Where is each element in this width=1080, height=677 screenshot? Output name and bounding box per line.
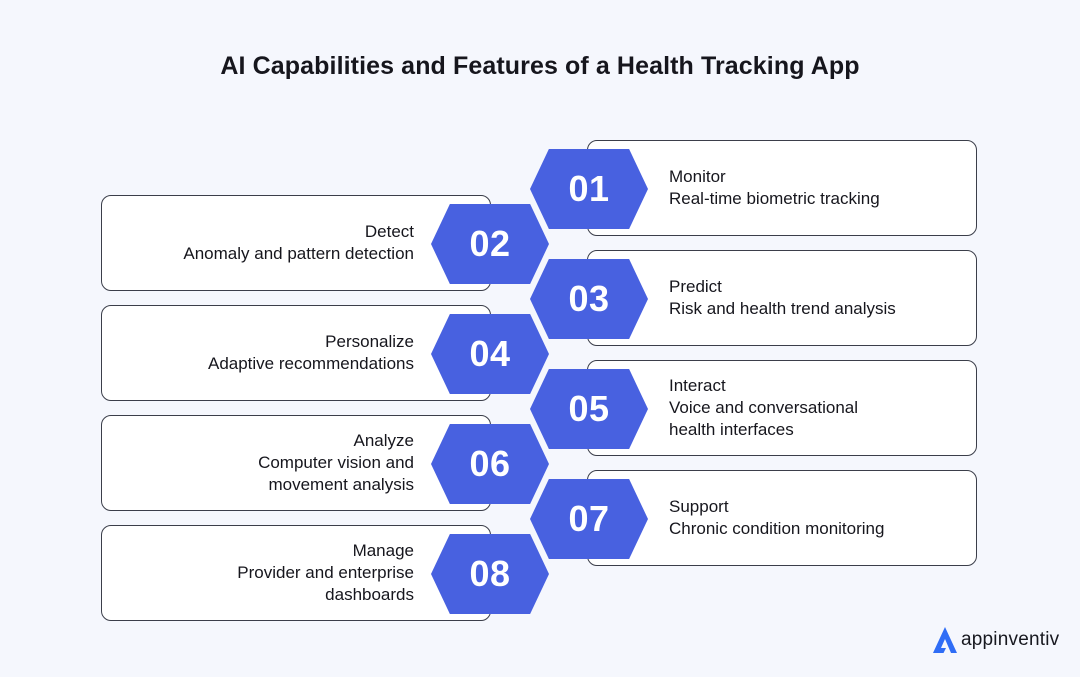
feature-heading: Analyze	[353, 431, 414, 450]
number-badge-02: 02	[431, 204, 549, 284]
number-label: 06	[469, 443, 511, 484]
feature-description: Adaptive recommendations	[207, 354, 414, 373]
diagram-title: AI Capabilities and Features of a Health…	[220, 52, 860, 80]
brand-logo: appinventiv	[932, 626, 1059, 654]
feature-description: Provider and enterprise	[237, 563, 414, 582]
number-label: 08	[469, 553, 511, 594]
feature-heading: Support	[669, 497, 729, 516]
number-badge-04: 04	[431, 314, 549, 394]
number-badge-05: 05	[530, 369, 648, 449]
feature-description: dashboards	[325, 585, 414, 604]
number-label: 05	[568, 388, 610, 429]
feature-heading: Monitor	[669, 167, 726, 186]
appinventiv-logo-icon	[933, 627, 957, 653]
number-badge-06: 06	[431, 424, 549, 504]
feature-card-personalize: Personalize Adaptive recommendations	[101, 305, 491, 401]
feature-card-interact: Interact Voice and conversational health…	[587, 360, 977, 456]
number-badge-08: 08	[431, 534, 549, 614]
feature-description: health interfaces	[669, 420, 794, 439]
brand-name: appinventiv	[961, 629, 1060, 650]
feature-heading: Manage	[352, 541, 414, 560]
feature-card-monitor: Monitor Real-time biometric tracking	[587, 140, 977, 236]
feature-description: Chronic condition monitoring	[669, 519, 885, 538]
feature-description: Real-time biometric tracking	[669, 189, 880, 208]
feature-description: Anomaly and pattern detection	[183, 244, 414, 263]
number-badge-07: 07	[530, 479, 648, 559]
feature-heading: Personalize	[325, 332, 414, 351]
number-label: 04	[469, 333, 511, 374]
feature-card-support: Support Chronic condition monitoring	[587, 470, 977, 566]
feature-heading: Detect	[364, 222, 414, 241]
feature-heading: Predict	[669, 277, 722, 296]
feature-description: Computer vision and	[258, 453, 414, 472]
feature-description: movement analysis	[268, 475, 414, 494]
number-label: 01	[568, 168, 610, 209]
number-label: 07	[568, 498, 610, 539]
feature-card-predict: Predict Risk and health trend analysis	[587, 250, 977, 346]
number-label: 03	[568, 278, 610, 319]
feature-heading: Interact	[669, 376, 726, 395]
number-badge-01: 01	[530, 149, 648, 229]
number-badge-03: 03	[530, 259, 648, 339]
feature-card-manage: Manage Provider and enterprise dashboard…	[101, 525, 491, 621]
feature-description: Risk and health trend analysis	[669, 299, 896, 318]
feature-description: Voice and conversational	[669, 398, 859, 417]
number-label: 02	[469, 223, 511, 264]
feature-card-analyze: Analyze Computer vision and movement ana…	[101, 415, 491, 511]
